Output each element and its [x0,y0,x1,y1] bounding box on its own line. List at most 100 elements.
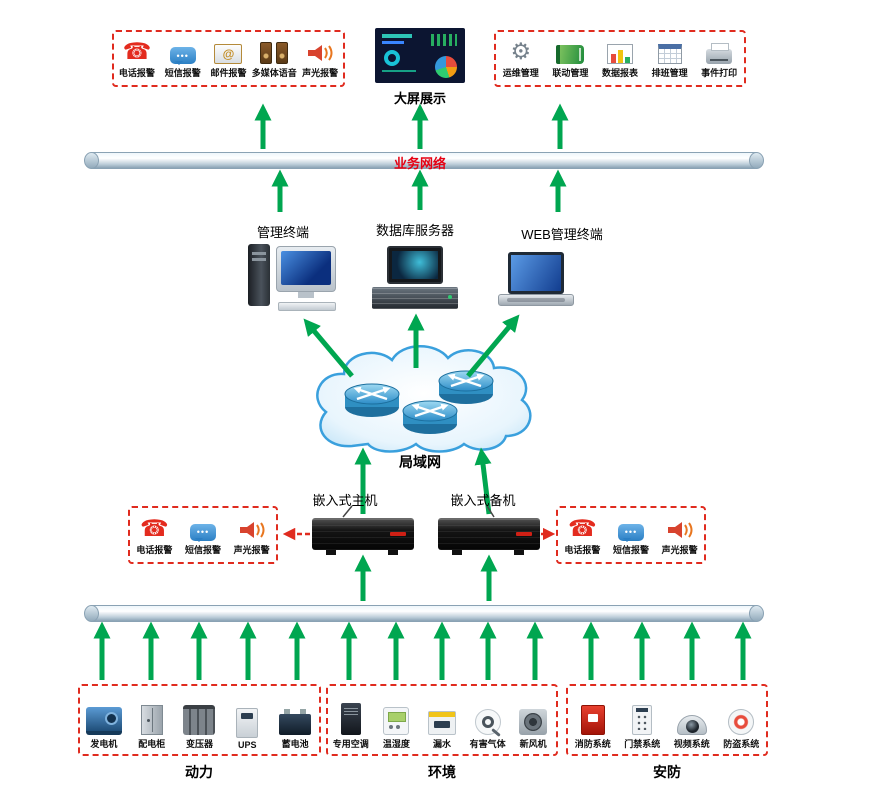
management-terminal-icon [248,240,340,316]
environment-group: 专用空调 温湿度 漏水 有害气体 新风机 [326,684,558,756]
equipment-item: 新风机 [510,699,556,750]
item-label: 声光报警 [233,544,270,555]
alarm-item: 声光报警 [655,515,704,556]
dashboard-donut-chart [384,50,400,66]
alarm-item: 电话报警 [114,38,160,79]
equipment-item: 温湿度 [374,699,420,750]
item-label: 运维管理 [502,68,539,78]
access-control-icon [632,699,653,735]
alarm-output-group: 电话报警 短信报警 邮件报警 多媒体语音 声光报警 [112,30,345,87]
server-screen [392,251,438,279]
precision-ac-icon [340,699,361,735]
sound-light-alarm-icon [666,515,694,541]
lan-label: 局域网 [399,454,441,470]
equipment-item: 防盗系统 [717,699,767,750]
power-cabinet-icon [140,699,163,735]
function-item: 事件打印 [694,38,744,79]
web-terminal-label: WEB管理终端 [521,227,603,242]
item-label: 短信报警 [185,544,222,555]
sound-light-alarm-icon [238,515,266,541]
security-group-title: 安防 [653,764,681,780]
item-label: 温湿度 [382,739,410,749]
item-label: 电话报警 [118,68,155,78]
item-label: 多媒体语音 [251,68,297,78]
router-icon [344,383,400,417]
equipment-item: 配电柜 [128,699,176,750]
dashboard-pie-chart [435,56,457,78]
pc-screen [281,251,331,285]
equipment-item: 有害气体 [465,699,511,750]
equipment-item: 漏水 [419,699,465,750]
item-label: 邮件报警 [210,68,247,78]
dashboard-label: 大屏展示 [393,91,447,106]
function-item: 联动管理 [546,38,596,79]
sound-light-alarm-icon [306,38,334,64]
item-label: 新风机 [519,739,547,749]
item-label: 发电机 [90,739,118,749]
dashboard-line [382,70,416,72]
harmful-gas-icon [474,699,501,735]
equipment-item: 消防系统 [568,699,618,750]
telephone-alarm-icon [140,515,169,541]
equipment-item: 门禁系统 [618,699,668,750]
battery-icon [279,699,312,735]
linkage-management-icon [556,38,585,64]
equipment-item: UPS [223,702,271,750]
fresh-air-icon [519,699,548,735]
sms-alarm-icon [618,515,644,542]
pc-monitor [276,246,336,292]
web-terminal-icon [498,252,574,308]
laptop-screen [508,252,564,294]
business-network-label: 业务网络 [393,156,447,171]
item-label: 联动管理 [552,68,589,78]
equipment-item: 变压器 [176,699,224,750]
laptop-base [498,294,574,306]
environment-group-title: 环境 [428,764,456,780]
embedded-backup-icon [438,518,540,555]
server-chassis [372,287,458,309]
transformer-icon [183,699,216,735]
pc-keyboard [278,302,336,311]
field-bus [84,605,764,622]
alarm-item: 短信报警 [160,38,206,79]
item-label: 声光报警 [302,68,339,78]
function-item: 运维管理 [496,38,546,79]
item-label: 蓄电池 [281,739,309,749]
item-label: 防盗系统 [723,739,760,749]
event-print-icon [706,38,733,64]
router-icon [402,400,458,434]
dashboard-bar-chart [431,34,457,46]
item-label: 配电柜 [138,739,166,749]
server-monitor [387,246,443,284]
embedded-host-icon [312,518,414,555]
item-label: 电话报警 [564,544,601,555]
item-label: 排班管理 [651,68,688,78]
dashboard-bar [382,34,412,38]
fire-system-icon [580,699,605,735]
big-screen-dashboard [375,28,465,83]
item-label: 漏水 [432,739,451,749]
pc-tower [248,244,270,306]
label-pointer-lines [342,505,495,518]
alarm-item: 声光报警 [297,38,343,79]
database-server-icon [372,246,458,310]
management-function-group: 运维管理 联动管理 数据报表 排班管理 事件打印 [494,30,746,87]
item-label: 数据报表 [601,68,638,78]
email-alarm-icon [214,38,243,64]
sms-alarm-icon [190,515,216,542]
item-label: UPS [238,740,257,750]
multimedia-voice-icon [260,38,289,64]
item-label: 事件打印 [701,68,738,78]
item-label: 电话报警 [136,544,173,555]
equipment-item: 视频系统 [667,699,717,750]
water-leak-icon [427,699,456,735]
business-network-bus [84,152,764,169]
alarm-item: 声光报警 [227,515,276,556]
router-icon [438,370,494,404]
ups-icon [236,702,259,738]
shift-schedule-icon [657,38,682,64]
item-label: 有害气体 [469,739,506,749]
equipment-item: 发电机 [80,699,128,750]
